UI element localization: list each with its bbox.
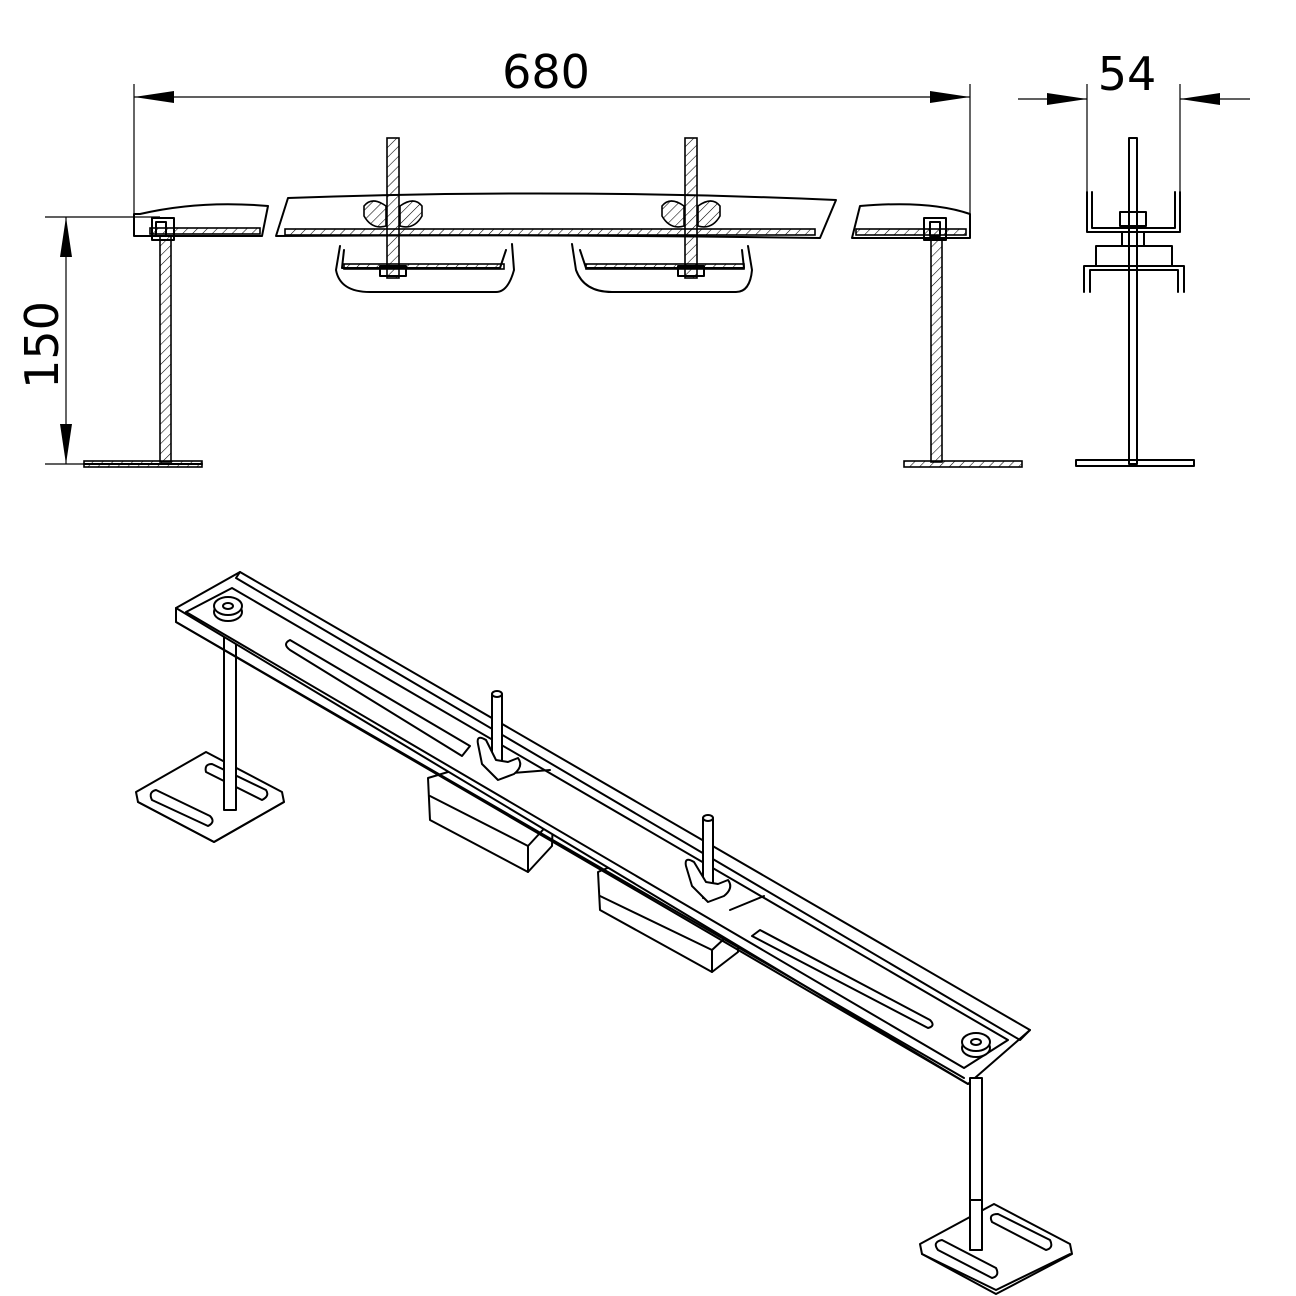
rail-left-section (133, 203, 269, 237)
leg-right (930, 237, 943, 463)
clamp-left-section (335, 137, 515, 293)
rail-right-section (851, 203, 971, 239)
iso-slot-1 (285, 639, 471, 757)
iso-rod-wingnut-2 (684, 814, 732, 903)
base-plate-left (83, 460, 203, 468)
iso-nut-right (961, 1032, 991, 1058)
dimension-label-680: 680 (502, 45, 590, 99)
clamp-right-section (571, 137, 753, 293)
iso-nut-left (213, 596, 243, 622)
iso-slot-2 (751, 929, 934, 1029)
dimension-overall-width: 680 (133, 45, 971, 214)
iso-foot-right (919, 1199, 1073, 1295)
iso-rod-wingnut-1 (476, 690, 522, 781)
isometric-view (135, 571, 1073, 1295)
side-base-plate (1075, 459, 1195, 467)
dimension-label-150: 150 (15, 301, 69, 389)
side-view: 54 (1018, 47, 1250, 467)
iso-rail (175, 571, 1031, 1085)
iso-foot-left (135, 751, 285, 843)
front-section-view: 680 150 (15, 45, 1023, 468)
dimension-label-54: 54 (1098, 47, 1157, 101)
base-plate-right (903, 460, 1023, 468)
dimension-height: 150 (15, 216, 160, 465)
dimension-profile-width: 54 (1018, 47, 1250, 232)
leg-left (159, 235, 172, 463)
